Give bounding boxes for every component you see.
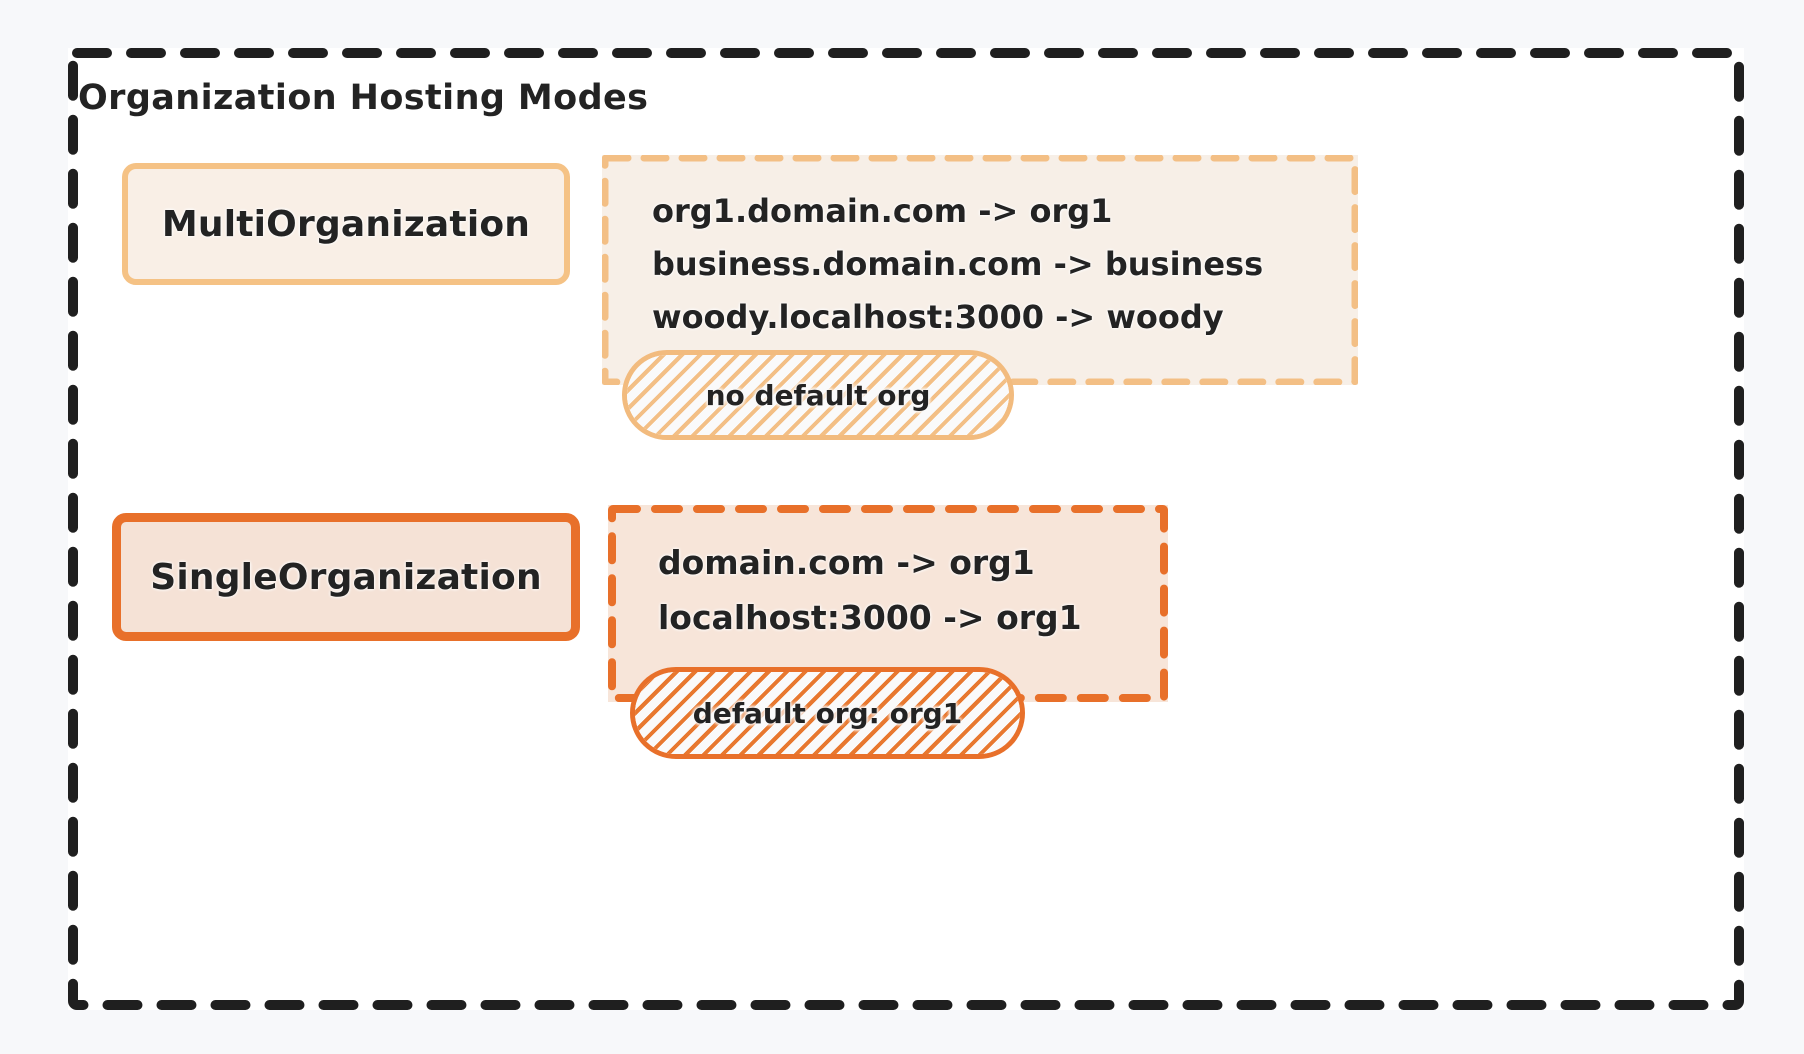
badge-label: no default org	[705, 378, 931, 412]
mode-card-multi-organization[interactable]: MultiOrganization	[122, 163, 570, 285]
mapping-line: localhost:3000 -> org1	[658, 598, 1082, 637]
mode-card-single-organization[interactable]: SingleOrganization	[112, 513, 580, 641]
mode-card-label: MultiOrganization	[161, 203, 531, 245]
mapping-line: domain.com -> org1	[658, 543, 1035, 582]
hatch-pattern	[635, 672, 1020, 754]
badge-default-org: default org: org1	[630, 667, 1025, 759]
mapping-line: org1.domain.com -> org1	[652, 192, 1113, 230]
mapping-panel-multi-organization: org1.domain.com -> org1 business.domain.…	[602, 155, 1358, 385]
hatch-pattern	[627, 355, 1009, 435]
mapping-line: woody.localhost:3000 -> woody	[652, 298, 1224, 336]
page-title: Organization Hosting Modes	[78, 78, 649, 118]
badge-label: default org: org1	[692, 696, 963, 730]
mapping-line: business.domain.com -> business	[652, 245, 1264, 283]
mode-card-label: SingleOrganization	[150, 556, 542, 598]
badge-no-default-org: no default org	[622, 350, 1014, 440]
